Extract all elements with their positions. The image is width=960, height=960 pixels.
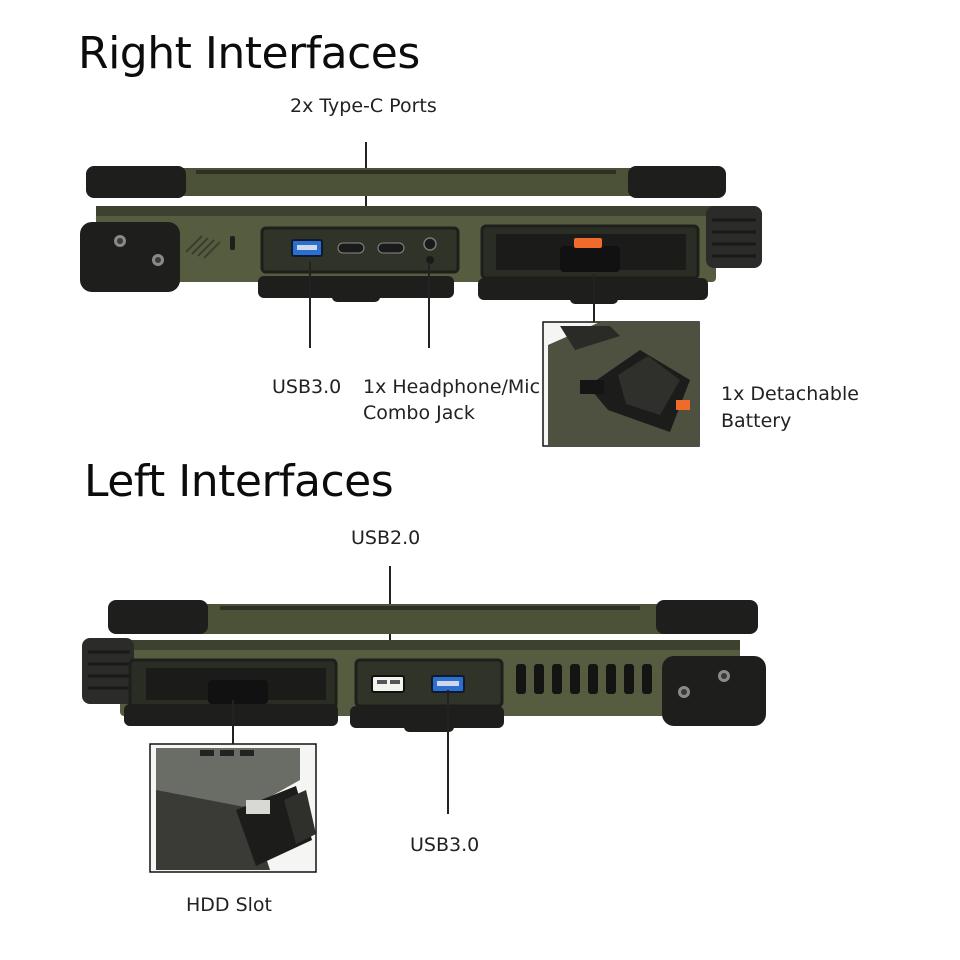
usb3-left-label: USB3.0 [410, 834, 480, 856]
right-corner-bumper [80, 222, 180, 292]
battery-tab [574, 238, 602, 248]
hdd-leader-line [232, 700, 234, 744]
battery-label-line1: 1x Detachable [721, 383, 859, 405]
battery-label-line2: Battery [721, 410, 792, 432]
left-interfaces-title: Left Interfaces [84, 456, 394, 507]
headphone-label-line1: 1x Headphone/Mic [363, 376, 541, 398]
usb3-right-leader-line [309, 262, 311, 348]
battery-leader-line [593, 274, 595, 322]
right-lid-bumper-right [628, 166, 726, 198]
right-interfaces-title: Right Interfaces [78, 28, 420, 79]
right-lid-bumper-left [86, 166, 186, 198]
right-lid [96, 168, 716, 196]
left-lid [118, 604, 754, 634]
hdd-slot-label: HDD Slot [186, 894, 273, 916]
type-c-ports-label: 2x Type-C Ports [290, 95, 437, 117]
usb3-right-label: USB3.0 [272, 376, 342, 398]
headphone-label-line2: Combo Jack [363, 402, 475, 424]
type-c-port-1 [337, 242, 365, 254]
headphone-leader-line [428, 262, 430, 348]
vent-grille [516, 664, 652, 694]
headphone-jack [423, 237, 437, 251]
usb3-left-leader-line [447, 690, 449, 814]
type-c-port-2 [377, 242, 405, 254]
usb2-label: USB2.0 [351, 527, 421, 549]
battery-latch [560, 246, 620, 272]
